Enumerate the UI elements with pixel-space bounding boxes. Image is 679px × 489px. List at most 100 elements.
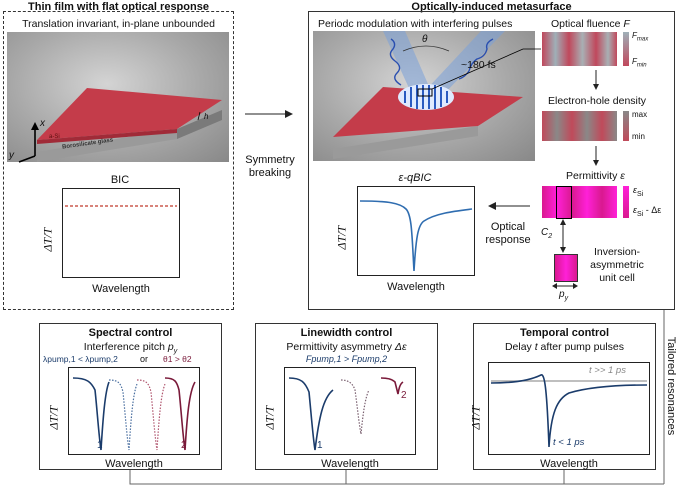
unit-cell-label-3: unit cell bbox=[599, 272, 635, 284]
zoom-box bbox=[417, 88, 433, 97]
eh-max-label: max bbox=[632, 110, 648, 119]
bic-plot-title: BIC bbox=[110, 174, 130, 186]
right-panel-title: Optically-induced metasurface bbox=[411, 1, 572, 13]
temporal-subtitle: Delay t after pump pulses bbox=[504, 341, 625, 353]
linewidth-ylabel: ΔT/T bbox=[262, 405, 277, 430]
temporal-panel-frame bbox=[473, 323, 656, 470]
c2-label: C2 bbox=[541, 227, 553, 240]
left-panel-subtitle: Translation invariant, in-plane unbounde… bbox=[22, 18, 215, 30]
perm-symbol: ε bbox=[620, 170, 625, 182]
bic-xlabel: Wavelength bbox=[92, 283, 150, 295]
spectral-subtitle: Interference pitch py bbox=[83, 341, 178, 356]
qbic-plot-svg bbox=[359, 200, 473, 272]
perm-title: Permittivity ε bbox=[566, 170, 625, 182]
thickness-label: h bbox=[204, 112, 209, 121]
linewidth-marker-2: 2 bbox=[401, 390, 407, 401]
spectral-cond-right: θ1 > θ2 bbox=[163, 354, 192, 364]
unit-cell-label-1: Inversion- bbox=[593, 246, 641, 258]
optical-response-arrow bbox=[488, 202, 530, 210]
film-label: a-Si bbox=[49, 134, 60, 140]
eh-map bbox=[542, 111, 617, 141]
theta-arc bbox=[402, 45, 450, 52]
spectral-cond-or: or bbox=[140, 354, 149, 364]
temporal-xlabel: Wavelength bbox=[540, 458, 598, 470]
right-panel-subtitle: Periodc modulation with interfering puls… bbox=[318, 18, 513, 30]
temporal-long-label: t >> 1 ps bbox=[589, 365, 626, 376]
linewidth-panel-frame bbox=[255, 323, 438, 470]
eh-colorbar bbox=[623, 111, 629, 141]
thin-film-render: x y a-Si Borosilicate glass h bbox=[7, 32, 229, 163]
spectral-panel-frame bbox=[39, 323, 222, 470]
unit-cell-dim-label: py bbox=[559, 289, 569, 302]
qbic-plot bbox=[357, 186, 475, 276]
spectral-plot: 1 2 bbox=[68, 367, 200, 455]
temporal-short-delay-curve bbox=[490, 374, 648, 448]
fluence-max-label: Fmax bbox=[632, 31, 649, 43]
perm-top-label: εSi bbox=[633, 185, 644, 198]
qbic-title: ε-qBIC bbox=[398, 172, 432, 184]
linewidth-plot-svg bbox=[288, 377, 404, 451]
perm-unit-box bbox=[556, 186, 572, 219]
fluence-symbol: F bbox=[623, 18, 630, 30]
symmetry-label-2: breaking bbox=[248, 167, 292, 179]
theta-label: θ bbox=[422, 34, 428, 45]
bic-plot bbox=[62, 188, 180, 278]
film-top bbox=[37, 88, 222, 140]
perm-bot-label: εSi - Δε bbox=[633, 205, 662, 218]
spectral-xlabel: Wavelength bbox=[105, 458, 163, 470]
perm-colorbar bbox=[623, 186, 629, 218]
spectral-cond-left: λpump,1 < λpump,2 bbox=[43, 354, 118, 364]
unit-cell bbox=[554, 254, 578, 282]
spectral-curve-mid-a bbox=[108, 379, 138, 451]
linewidth-xlabel: Wavelength bbox=[321, 458, 379, 470]
film-side bbox=[37, 129, 177, 162]
linewidth-curve-1 bbox=[288, 377, 334, 451]
spectral-marker-1: 1 bbox=[97, 440, 103, 451]
eh-min-label: min bbox=[632, 132, 645, 141]
temporal-ylabel: ΔT/T bbox=[468, 405, 483, 430]
meta-film-side bbox=[333, 126, 478, 159]
zoom-connector bbox=[431, 48, 541, 90]
perm-map bbox=[542, 186, 617, 218]
spectral-curve-2 bbox=[164, 377, 196, 451]
qbic-xlabel: Wavelength bbox=[387, 281, 445, 293]
arrow-eh-perm bbox=[593, 146, 599, 166]
right-panel-frame bbox=[308, 11, 675, 310]
fluence-colorbar bbox=[623, 32, 629, 66]
pulse-left bbox=[383, 31, 431, 97]
linewidth-curve-2 bbox=[380, 377, 404, 395]
temporal-short-label: t < 1 ps bbox=[553, 437, 585, 448]
spectral-ylabel: ΔT/T bbox=[46, 405, 61, 430]
axis-y-label: y bbox=[9, 150, 14, 161]
spectral-curve-mid-b bbox=[136, 379, 166, 451]
temporal-plot-svg bbox=[490, 374, 648, 448]
optical-response-label-2: response bbox=[485, 234, 531, 246]
spectral-plot-svg bbox=[72, 377, 196, 451]
axis-x-label: x bbox=[40, 118, 45, 129]
fluence-map bbox=[542, 32, 617, 66]
qbic-curve bbox=[359, 200, 473, 272]
temporal-title: Temporal control bbox=[519, 327, 610, 339]
c2-arrow bbox=[560, 219, 566, 253]
spectral-title: Spectral control bbox=[88, 327, 173, 339]
eh-title: Electron-hole density bbox=[548, 95, 647, 107]
symmetry-label-1: Symmetry bbox=[245, 154, 295, 166]
symmetry-arrow bbox=[245, 110, 293, 118]
temporal-plot: t >> 1 ps t < 1 ps bbox=[488, 362, 650, 455]
linewidth-marker-1: 1 bbox=[317, 440, 323, 451]
arrow-fluence-eh bbox=[593, 70, 599, 90]
fluence-title: Optical fluence F bbox=[551, 18, 630, 30]
linewidth-title: Linewidth control bbox=[300, 327, 393, 339]
thickness-tick bbox=[197, 111, 201, 121]
unit-cell-label-2: asymmetric bbox=[590, 259, 644, 271]
film-side-right bbox=[177, 110, 222, 139]
fluence-min-label: Fmin bbox=[632, 57, 647, 69]
left-panel-frame bbox=[3, 11, 234, 310]
pulse-duration-label: ~180 fs bbox=[461, 59, 496, 71]
metasurface-svg bbox=[333, 31, 541, 159]
optical-response-label-1: Optical bbox=[490, 221, 526, 233]
linewidth-subtitle: Permittivity asymmetry Δε bbox=[286, 341, 407, 353]
linewidth-plot: 1 2 bbox=[284, 367, 416, 455]
x-axis-head bbox=[31, 122, 39, 130]
